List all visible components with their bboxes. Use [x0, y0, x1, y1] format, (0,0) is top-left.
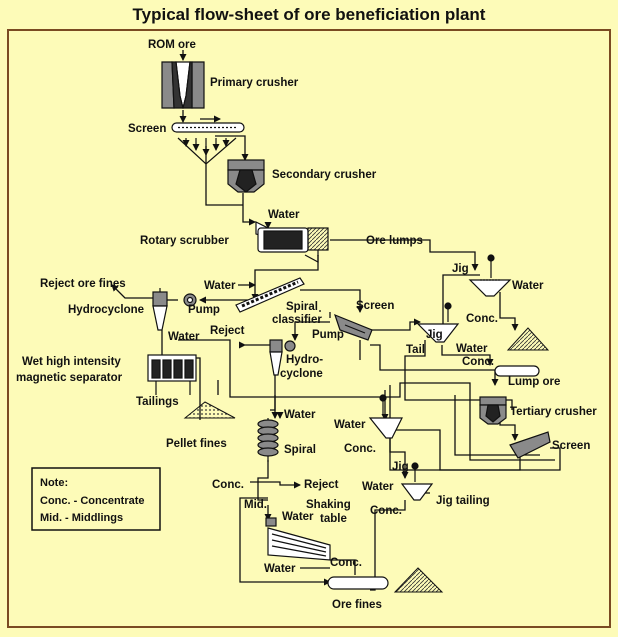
pump-1-icon: [183, 293, 197, 307]
label-pump-1: Pump: [188, 304, 220, 316]
label-conc-spiral: Conc.: [212, 479, 244, 491]
label-screen-3: Screen: [552, 440, 590, 452]
label-hydro2-1: Hydro-: [286, 354, 323, 366]
label-ore-fines: Ore fines: [332, 599, 382, 611]
label-tailings: Tailings: [136, 396, 179, 408]
jig-1-icon: [468, 254, 512, 297]
label-jig-4: Jig: [392, 461, 409, 473]
whims-icon: [147, 354, 197, 395]
spiral-icon: [257, 418, 279, 462]
label-shaking-table-1: Shaking: [306, 499, 351, 511]
label-jig-2: Jig: [426, 329, 443, 341]
lump-ore-conveyor-icon: [494, 365, 540, 377]
label-tertiary-crusher: Tertiary crusher: [510, 406, 597, 418]
lump-ore-pile-icon: [506, 327, 550, 351]
hydrocyclone-2-icon: [269, 339, 296, 376]
diagram-title: Typical flow-sheet of ore beneficiation …: [133, 5, 486, 24]
note-line-2: Mid. - Middlings: [40, 512, 123, 524]
label-water-spiral: Water: [284, 409, 316, 421]
label-screen-1: Screen: [128, 123, 166, 135]
label-secondary-crusher: Secondary crusher: [272, 169, 377, 181]
ore-fines-pile-icon: [393, 567, 444, 593]
label-conc-jig3: Conc.: [344, 443, 376, 455]
label-water-table: Water: [282, 511, 314, 523]
screen-2-icon: [334, 313, 373, 341]
label-screen-2: Screen: [356, 300, 394, 312]
label-jig-tailing: Jig tailing: [436, 495, 490, 507]
ore-fines-conveyor-icon: [327, 576, 389, 590]
label-water-jig2: Water: [456, 343, 488, 355]
note-box: Note: Conc. - Concentrate Mid. - Middlin…: [31, 467, 161, 531]
note-heading: Note:: [40, 477, 68, 489]
label-conc-jig4: Conc.: [370, 505, 402, 517]
label-tail: Tail: [406, 344, 425, 356]
label-hydro2-2: cyclone: [280, 368, 323, 380]
label-spiral-classifier-1: Spiral: [286, 301, 318, 313]
label-water-bottom: Water: [264, 563, 296, 575]
label-water-whims: Water: [168, 331, 200, 343]
shaking-table-icon: [265, 517, 331, 561]
label-water-spiral-classifier: Water: [204, 280, 236, 292]
label-shaking-table-2: table: [320, 513, 347, 525]
label-conc-jig2: Conc.: [462, 356, 494, 368]
label-primary-crusher: Primary crusher: [210, 77, 299, 89]
jig-2-icon: [416, 302, 460, 343]
label-whims-2: magnetic separator: [16, 372, 123, 384]
label-reject-spiral: Reject: [304, 479, 339, 491]
label-water-jig3: Water: [334, 419, 366, 431]
label-ore-lumps: Ore lumps: [366, 235, 423, 247]
label-water-jig4: Water: [362, 481, 394, 493]
label-reject-2: Reject: [210, 325, 245, 337]
label-conc-table: Conc.: [330, 557, 362, 569]
label-jig-1: Jig: [452, 263, 469, 275]
pellet-fines-pile-icon: [183, 401, 236, 419]
screen-conveyor-icon: [171, 115, 245, 165]
spiral-classifier-icon: [235, 277, 305, 313]
label-mid: Mid.: [244, 499, 267, 511]
label-spiral-classifier-2: classifier: [272, 314, 322, 326]
labels: ROM ore Primary crusher Screen Secondary…: [16, 39, 597, 611]
label-pump-2: Pump: [312, 329, 344, 341]
hydrocyclone-1-icon: [152, 288, 168, 331]
note-line-1: Conc. - Concentrate: [40, 495, 145, 507]
diagram-frame: [7, 29, 611, 628]
label-hydrocyclone-1: Hydrocyclone: [68, 304, 144, 316]
label-reject-ore-fines: Reject ore fines: [40, 278, 126, 290]
primary-crusher-icon: [161, 61, 205, 109]
secondary-crusher-icon: [227, 159, 265, 193]
label-spiral: Spiral: [284, 444, 316, 456]
jig-3-icon: [368, 394, 403, 439]
label-rotary-scrubber: Rotary scrubber: [140, 235, 229, 247]
label-conc-jig1: Conc.: [466, 313, 498, 325]
screen-3-icon: [509, 431, 551, 459]
label-rom-ore: ROM ore: [148, 39, 196, 51]
tertiary-crusher-icon: [479, 396, 507, 425]
label-lump-ore: Lump ore: [508, 376, 560, 388]
jig-4-icon: [400, 462, 434, 501]
label-pellet-fines: Pellet fines: [166, 438, 227, 450]
rotary-scrubber-icon: [255, 221, 329, 264]
label-water-scrubber: Water: [268, 209, 300, 221]
label-whims-1: Wet high intensity: [22, 356, 121, 368]
flow-lines: [111, 50, 561, 591]
label-water-jig1: Water: [512, 280, 544, 292]
